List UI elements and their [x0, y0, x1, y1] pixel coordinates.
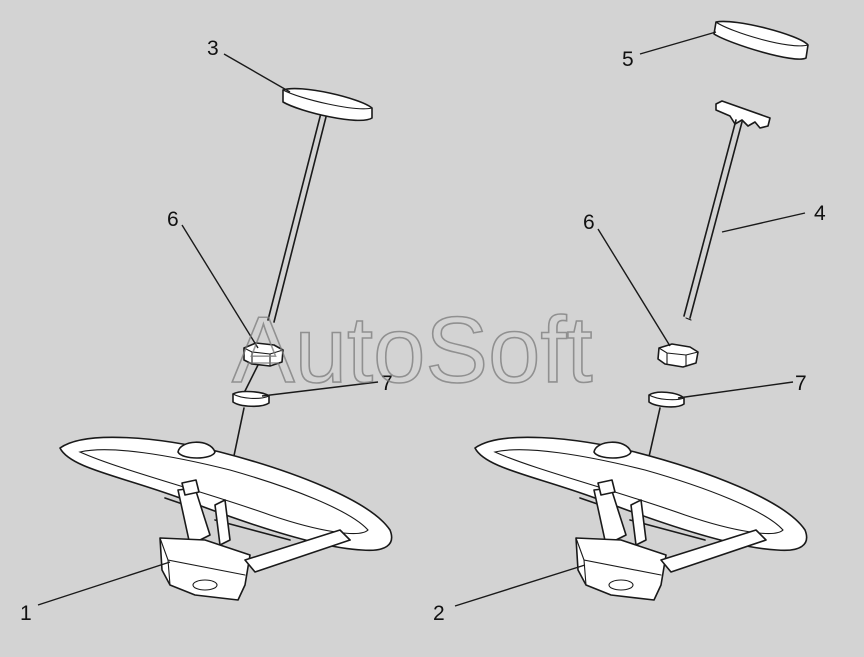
callout-3: 3 [207, 37, 219, 60]
hub-cap-right [593, 441, 632, 459]
callout-6-right: 6 [583, 211, 595, 234]
contact-plate-4 [715, 100, 771, 129]
steering-wheel-assembly-left [59, 87, 393, 601]
rod-segment-left [243, 364, 259, 394]
steering-wheel-assembly-right [474, 20, 809, 601]
horn-pad-5 [713, 20, 809, 60]
hub-base-right [575, 529, 767, 601]
washer-7-right [648, 391, 685, 408]
rod-4-edge [683, 119, 737, 317]
nut-6-left [243, 342, 284, 367]
watermark-logo: AutoSoft [232, 297, 593, 402]
callout-6-left: 6 [167, 208, 179, 231]
rod-4 [689, 121, 743, 319]
column-arm-left [177, 479, 231, 546]
callout-7-right: 7 [795, 372, 807, 395]
horn-button-3 [282, 87, 373, 122]
horn-rod-left [273, 112, 328, 323]
leader-lines [37, 31, 806, 607]
callout-1: 1 [20, 602, 32, 625]
callout-4: 4 [814, 202, 826, 225]
callout-7-left: 7 [381, 372, 393, 395]
hub-base-left [159, 529, 351, 601]
nut-6-right [657, 343, 699, 368]
hub-cap-left [177, 441, 216, 459]
washer-7-left [232, 390, 270, 408]
callout-2: 2 [433, 602, 445, 625]
callout-5: 5 [622, 48, 634, 71]
horn-rod-left-edge [267, 112, 322, 321]
column-arm-right [593, 479, 647, 546]
